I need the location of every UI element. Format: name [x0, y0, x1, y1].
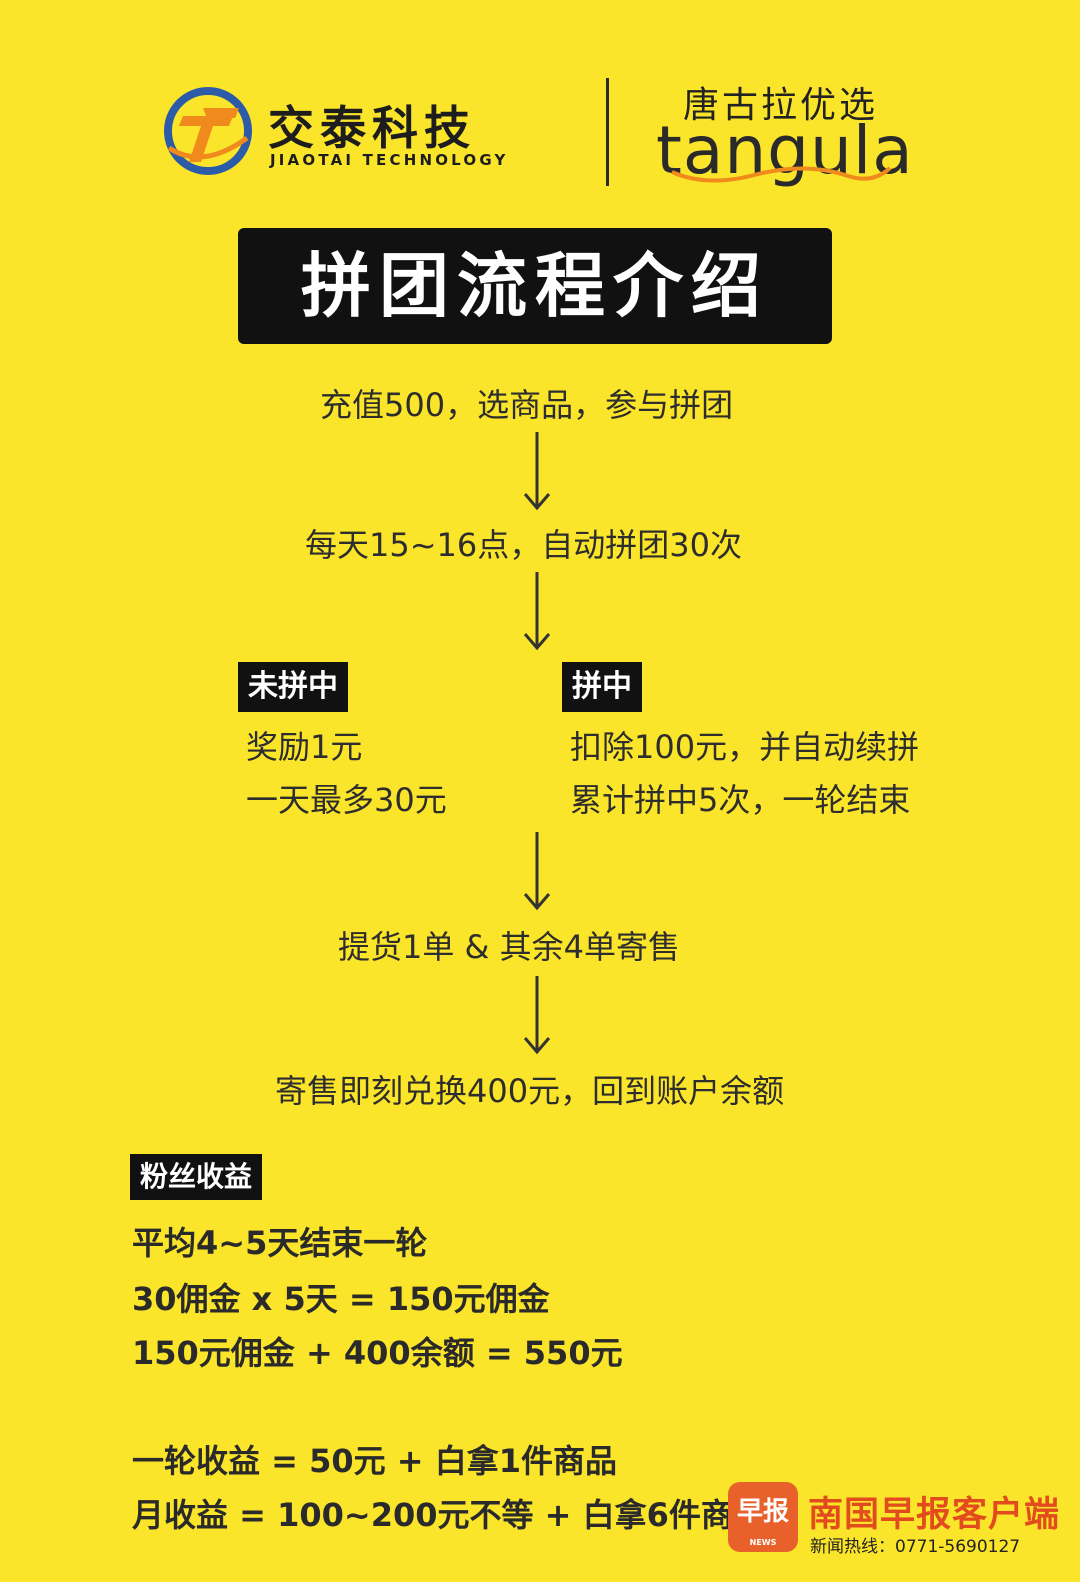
- watermark-phone: 新闻热线：0771-5690127: [810, 1537, 1021, 1557]
- branch-right-tag: 拼中: [562, 662, 642, 712]
- flow-step-3: 提货1单 & 其余4单寄售: [338, 928, 681, 966]
- watermark-logo: 早报 NEWS: [728, 1482, 798, 1552]
- fans-summary-line: 月收益 = 100~200元不等 + 白拿6件商品: [132, 1496, 732, 1534]
- branch-right-line: 扣除100元，并自动续拼: [570, 728, 920, 766]
- down-arrow-icon: [523, 832, 551, 911]
- branch-left-line: 奖励1元: [246, 728, 363, 766]
- brand2-name-cn: 唐古拉优选: [683, 85, 879, 126]
- flow-step-2: 每天15~16点，自动拼团30次: [305, 526, 742, 564]
- flow-step-1: 充值500，选商品，参与拼团: [320, 386, 734, 424]
- brand-name-en: JIAOTAI TECHNOLOGY: [270, 151, 509, 169]
- tangula-wave-icon: [671, 166, 892, 183]
- branch-left-tag: 未拼中: [238, 662, 348, 712]
- watermark-badge-text: 早报: [736, 1497, 789, 1527]
- flow-step-4: 寄售即刻兑换400元，回到账户余额: [275, 1072, 785, 1110]
- watermark-name: 南国早报客户端: [808, 1495, 1061, 1535]
- fans-line: 30佣金 x 5天 = 150元佣金: [132, 1280, 550, 1318]
- down-arrow-icon: [523, 432, 551, 511]
- jiaotai-logo-icon: [164, 87, 252, 175]
- fans-revenue-tag: 粉丝收益: [130, 1154, 263, 1200]
- watermark-badge-sub: NEWS: [749, 1538, 777, 1547]
- fans-line: 150元佣金 + 400余额 = 550元: [132, 1334, 623, 1372]
- brand-name-cn: 交泰科技: [268, 101, 476, 155]
- fans-line: 平均4~5天结束一轮: [132, 1224, 428, 1262]
- down-arrow-icon: [523, 976, 551, 1055]
- branch-left-line: 一天最多30元: [246, 781, 447, 819]
- header-divider: [606, 78, 609, 186]
- down-arrow-icon: [523, 572, 551, 651]
- fans-summary-line: 一轮收益 = 50元 + 白拿1件商品: [132, 1442, 617, 1480]
- page-title: 拼团流程介绍: [238, 228, 832, 344]
- branch-right-line: 累计拼中5次，一轮结束: [570, 781, 911, 819]
